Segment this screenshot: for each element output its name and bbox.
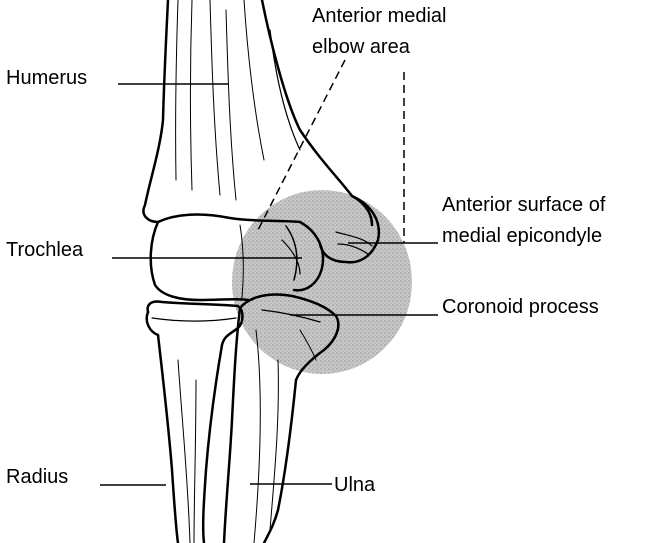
radius-bone [147, 301, 243, 543]
label-anterior-surface-line2: medial epicondyle [442, 225, 602, 247]
label-coronoid: Coronoid process [442, 296, 599, 318]
label-trochlea: Trochlea [6, 239, 84, 261]
label-humerus: Humerus [6, 67, 87, 89]
label-ulna: Ulna [334, 474, 376, 496]
label-radius: Radius [6, 466, 68, 488]
anterior-medial-shaded-area [232, 190, 412, 374]
label-anterior-surface-line1: Anterior surface of [442, 194, 606, 216]
label-anterior-medial-line2: elbow area [312, 36, 411, 58]
label-anterior-medial-line1: Anterior medial [312, 5, 447, 27]
